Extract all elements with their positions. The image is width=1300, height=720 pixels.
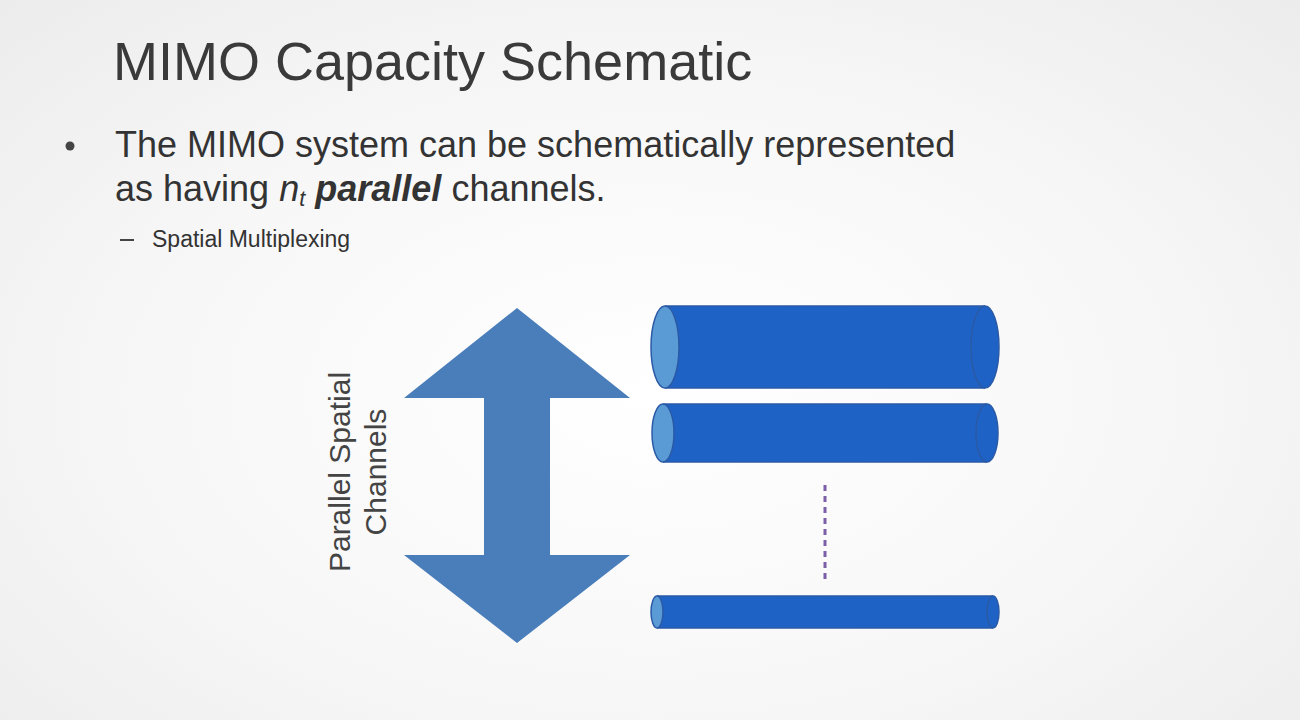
emphasis-text: parallel — [315, 168, 441, 209]
sub-bullet-line: Spatial Multiplexing — [152, 226, 350, 253]
bullet-text: as having — [115, 168, 269, 209]
subscript-t: t — [299, 186, 305, 211]
bullet-line: as havingnt parallelchannels. — [115, 168, 606, 212]
sub-bullet-dash — [120, 239, 134, 241]
axis-label-box: Parallel Spatial Channels — [322, 347, 394, 597]
sub-bullet-text: Spatial Multiplexing — [152, 226, 350, 252]
channel-cylinder — [651, 306, 999, 388]
axis-label: Parallel Spatial Channels — [323, 372, 392, 572]
bullet-text: The MIMO system can be schematically rep… — [115, 124, 955, 165]
symbol-n: n — [279, 168, 299, 209]
ellipsis-dashes — [824, 485, 827, 580]
channel-cylinder — [652, 404, 998, 462]
bullet-dot — [66, 142, 75, 151]
slide-title: MIMO Capacity Schematic — [113, 30, 752, 92]
channel-cylinder — [651, 596, 999, 628]
bullet-text: channels. — [451, 168, 605, 209]
bullet-line: The MIMO system can be schematically rep… — [115, 124, 955, 166]
double-arrow — [404, 308, 630, 643]
